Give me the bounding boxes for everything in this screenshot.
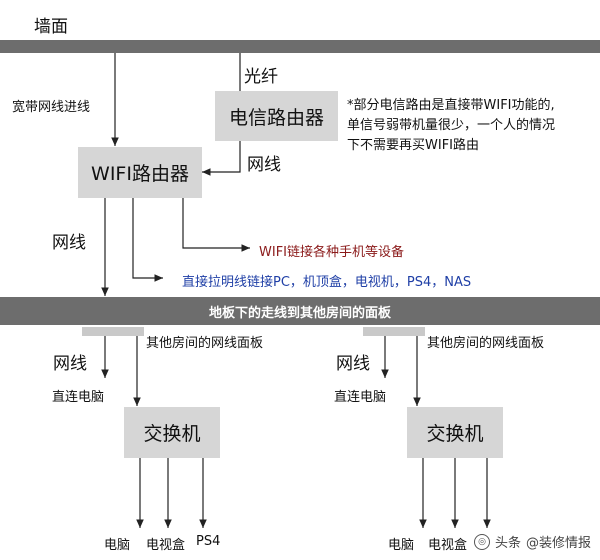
wired-devices-line xyxy=(132,198,163,282)
right-wall-panel xyxy=(363,327,425,336)
cable-label-upper: 网线 xyxy=(247,155,281,175)
router-note-line-2: 单信号弱带机量很少，一个人的情况 xyxy=(347,118,556,133)
left-direct-pc-label: 直连电脑 xyxy=(52,390,105,405)
left-switch-label: 交换机 xyxy=(143,423,201,445)
telecom-to-wifi-line xyxy=(202,141,241,176)
right-cable-label: 网线 xyxy=(336,354,370,374)
left-switch-box: 交换机 xyxy=(124,407,220,458)
right-panel-label: 其他房间的网线面板 xyxy=(427,336,545,351)
router-note-line-3: 下不需要再买WIFI路由 xyxy=(347,138,479,153)
right-device-pc: 电脑 xyxy=(388,538,415,553)
telecom-router-box: 电信路由器 xyxy=(215,91,338,141)
wifi-router-box: WIFI路由器 xyxy=(78,147,202,198)
floor-bar: 地板下的走线到其他房间的面板 xyxy=(0,297,600,325)
left-device-pc: 电脑 xyxy=(104,538,131,553)
router-note: *部分电信路由是直接带WIFI功能的, 单信号弱带机量很少，一个人的情况 下不需… xyxy=(347,96,555,156)
watermark: ◎ 头条 @装修情报 xyxy=(474,532,591,551)
left-panel-label: 其他房间的网线面板 xyxy=(146,336,264,351)
toutiao-logo-icon: ◎ xyxy=(474,533,490,550)
left-device-tvbox: 电视盒 xyxy=(146,538,186,553)
wall-label: 墙面 xyxy=(34,17,68,37)
floor-banner-label: 地板下的走线到其他房间的面板 xyxy=(208,305,391,321)
cable-label-left: 网线 xyxy=(52,233,86,253)
wifi-router-label: WIFI路由器 xyxy=(91,163,189,185)
broadband-label: 宽带网线进线 xyxy=(12,100,91,115)
watermark-account: @装修情报 xyxy=(526,536,592,551)
router-note-line-1: *部分电信路由是直接带WIFI功能的, xyxy=(347,98,555,113)
left-device-ps4: PS4 xyxy=(196,534,221,549)
watermark-platform: 头条 xyxy=(495,536,522,551)
left-wall-panel xyxy=(82,327,144,336)
right-direct-pc-label: 直连电脑 xyxy=(334,390,387,405)
right-switch-label: 交换机 xyxy=(426,423,484,445)
right-device-tvbox: 电视盒 xyxy=(428,538,468,553)
fiber-label: 光纤 xyxy=(244,67,278,87)
telecom-router-label: 电信路由器 xyxy=(228,106,324,129)
wired-devices-label: 直接拉明线链接PC，机顶盒，电视机，PS4，NAS xyxy=(182,275,472,290)
wifi-devices-line xyxy=(182,198,250,252)
wifi-devices-label: WIFI链接各种手机等设备 xyxy=(259,245,404,260)
left-cable-label: 网线 xyxy=(53,354,87,374)
right-switch-box: 交换机 xyxy=(407,407,503,458)
wall-bar xyxy=(0,40,600,53)
